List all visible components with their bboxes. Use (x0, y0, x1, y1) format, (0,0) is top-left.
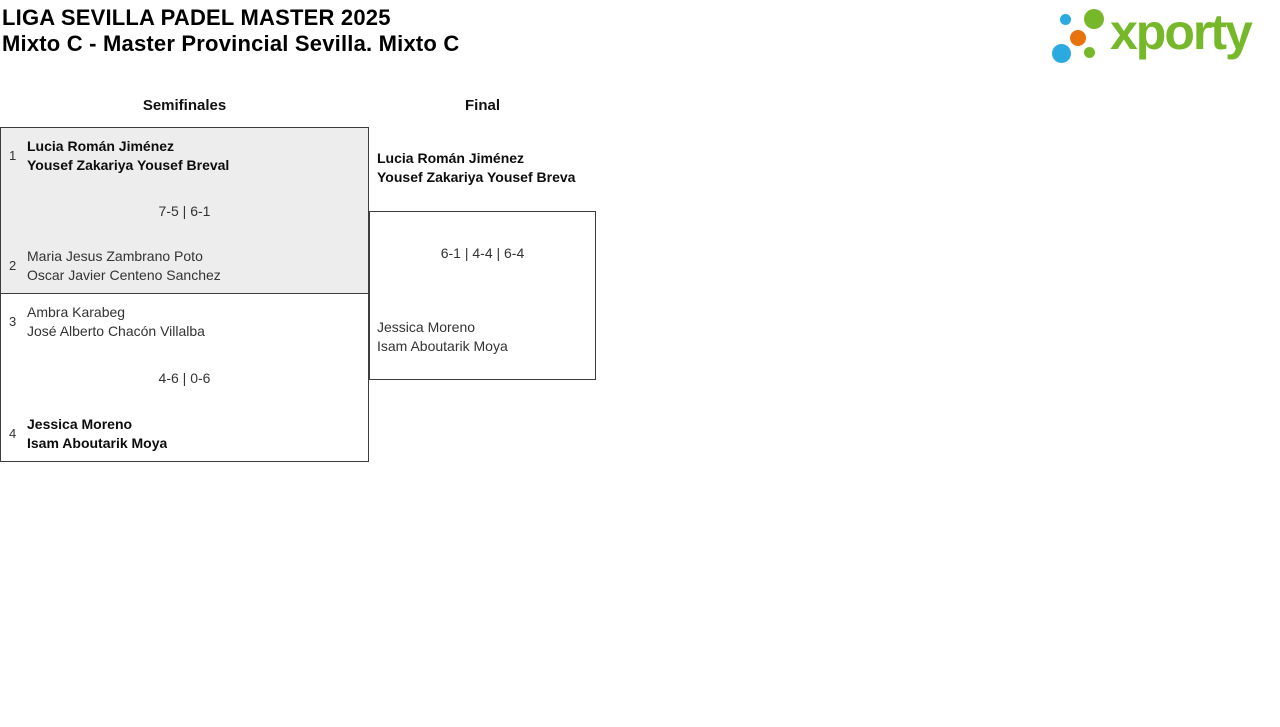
match-score: 4-6 | 0-6 (158, 369, 211, 386)
player-name: Oscar Javier Centeno Sanchez (27, 267, 221, 283)
team-players: Maria Jesus Zambrano Poto Oscar Javier C… (27, 247, 221, 285)
team-players: Jessica Moreno Isam Aboutarik Moya (27, 415, 167, 453)
seed-number: 1 (9, 148, 17, 163)
logo-dot-blue-large-icon (1052, 44, 1071, 63)
final-team-bottom: Jessica Moreno Isam Aboutarik Moya (377, 318, 595, 356)
semifinal-2-team-top: 3 Ambra Karabeg José Alberto Chacón Vill… (9, 303, 362, 341)
logo-dot-green-small-icon (1084, 47, 1095, 58)
page-title: LIGA SEVILLA PADEL MASTER 2025 (2, 5, 391, 30)
match-score: 7-5 | 6-1 (158, 202, 211, 219)
xporty-logo[interactable]: xporty (1050, 4, 1280, 71)
player-name: Isam Aboutarik Moya (27, 435, 168, 451)
player-name: Maria Jesus Zambrano Poto (27, 248, 203, 264)
player-name: Jessica Moreno (377, 319, 476, 335)
final-team-top: Lucia Román Jiménez Yousef Zakariya Yous… (377, 149, 595, 187)
player-name: José Alberto Chacón Villalba (27, 323, 205, 339)
final-match[interactable] (369, 211, 596, 380)
round-header-final: Final (464, 97, 500, 114)
semifinal-2-team-bottom: 4 Jessica Moreno Isam Aboutarik Moya (9, 415, 362, 453)
logo-wordmark: xporty (1110, 4, 1253, 60)
player-name: Lucia Román Jiménez (27, 138, 175, 154)
logo-dot-blue-small-icon (1060, 14, 1071, 25)
semifinal-match-2[interactable]: 3 Ambra Karabeg José Alberto Chacón Vill… (0, 293, 369, 462)
player-name: Isam Aboutarik Moya (377, 338, 508, 354)
semifinal-1-team-top: 1 Lucia Román Jiménez Yousef Zakariya Yo… (9, 137, 362, 175)
semifinal-match-1[interactable]: 1 Lucia Román Jiménez Yousef Zakariya Yo… (0, 127, 369, 294)
semifinal-1-team-bottom: 2 Maria Jesus Zambrano Poto Oscar Javier… (9, 247, 362, 285)
player-name: Ambra Karabeg (27, 304, 126, 320)
player-name: Lucia Román Jiménez (377, 150, 525, 166)
seed-number: 2 (9, 258, 17, 273)
player-name: Jessica Moreno (27, 416, 133, 432)
page-subtitle: Mixto C - Master Provincial Sevilla. Mix… (2, 31, 460, 56)
seed-number: 4 (9, 426, 17, 441)
team-players: Ambra Karabeg José Alberto Chacón Villal… (27, 303, 205, 341)
team-players: Lucia Román Jiménez Yousef Zakariya Yous… (27, 137, 229, 175)
seed-number: 3 (9, 314, 17, 329)
logo-dot-green-large-icon (1084, 9, 1104, 29)
player-name: Yousef Zakariya Yousef Breva (377, 169, 576, 185)
logo-dot-orange-icon (1070, 30, 1086, 46)
player-name: Yousef Zakariya Yousef Breval (27, 157, 230, 173)
round-header-semifinales: Semifinales (142, 97, 227, 114)
final-match-score: 6-1 | 4-4 | 6-4 (440, 245, 525, 261)
